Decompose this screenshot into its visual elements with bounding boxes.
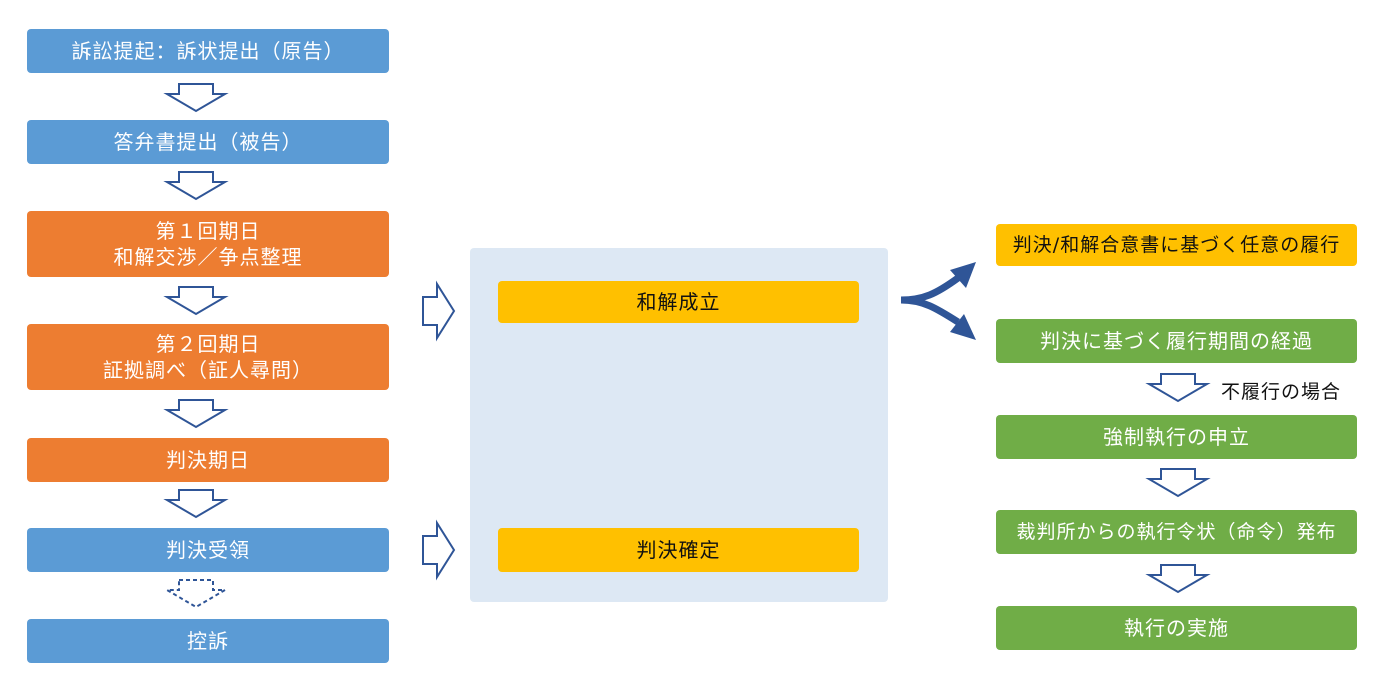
down-arrow-icon: [163, 399, 229, 429]
judgment-final-box: 判決確定: [498, 528, 859, 572]
appeal-label: 控訴: [187, 629, 229, 653]
down-arrow-icon: [163, 489, 229, 519]
judgment-date-label: 判決期日: [166, 448, 250, 472]
dashed-down-arrow-icon: [163, 579, 229, 609]
judgment-receipt-label: 判決受領: [166, 538, 250, 562]
first-hearing-line1: 第１回期日: [155, 219, 261, 243]
execution-label: 執行の実施: [1124, 616, 1229, 640]
writ-issuance-box: 裁判所からの執行令状（命令）発布: [996, 510, 1357, 554]
deadline-passed-box: 判決に基づく履行期間の経過: [996, 319, 1357, 363]
complaint-label: 訴訟提起：訴状提出（原告）: [71, 39, 345, 63]
deadline-passed-label: 判決に基づく履行期間の経過: [1040, 329, 1313, 353]
second-hearing-line1: 第２回期日: [155, 332, 261, 356]
judgment-receipt-box: 判決受領: [27, 528, 389, 572]
appeal-box: 控訴: [27, 619, 389, 663]
down-arrow-icon: [1145, 373, 1211, 403]
second-hearing-line2: 証拠調べ（証人尋問）: [103, 358, 313, 382]
first-hearing-box: 第１回期日 和解交渉／争点整理: [27, 211, 389, 277]
right-arrow-icon: [422, 280, 456, 342]
writ-issuance-label: 裁判所からの執行令状（命令）発布: [1016, 520, 1337, 543]
voluntary-performance-label: 判決/和解合意書に基づく任意の履行: [1012, 233, 1341, 256]
down-arrow-icon: [163, 286, 229, 316]
nonperformance-note: 不履行の場合: [1221, 381, 1342, 403]
down-arrow-icon: [1145, 468, 1211, 498]
second-hearing-box: 第２回期日 証拠調べ（証人尋問）: [27, 324, 389, 390]
judgment-final-label: 判決確定: [636, 538, 721, 562]
down-arrow-icon: [163, 171, 229, 201]
enforcement-petition-label: 強制執行の申立: [1103, 425, 1250, 449]
right-arrow-icon: [422, 519, 456, 581]
complaint-box: 訴訟提起：訴状提出（原告）: [27, 29, 389, 73]
voluntary-performance-box: 判決/和解合意書に基づく任意の履行: [996, 224, 1357, 266]
down-arrow-icon: [1145, 564, 1211, 594]
first-hearing-line2: 和解交渉／争点整理: [113, 245, 303, 269]
enforcement-petition-box: 強制執行の申立: [996, 415, 1357, 459]
answer-box: 答弁書提出（被告）: [27, 120, 389, 164]
judgment-date-box: 判決期日: [27, 438, 389, 482]
answer-label: 答弁書提出（被告）: [113, 130, 303, 154]
settlement-box: 和解成立: [498, 281, 859, 323]
settlement-label: 和解成立: [636, 290, 721, 314]
down-arrow-icon: [163, 83, 229, 113]
execution-box: 執行の実施: [996, 606, 1357, 650]
branch-arrow-icon: [900, 262, 976, 340]
